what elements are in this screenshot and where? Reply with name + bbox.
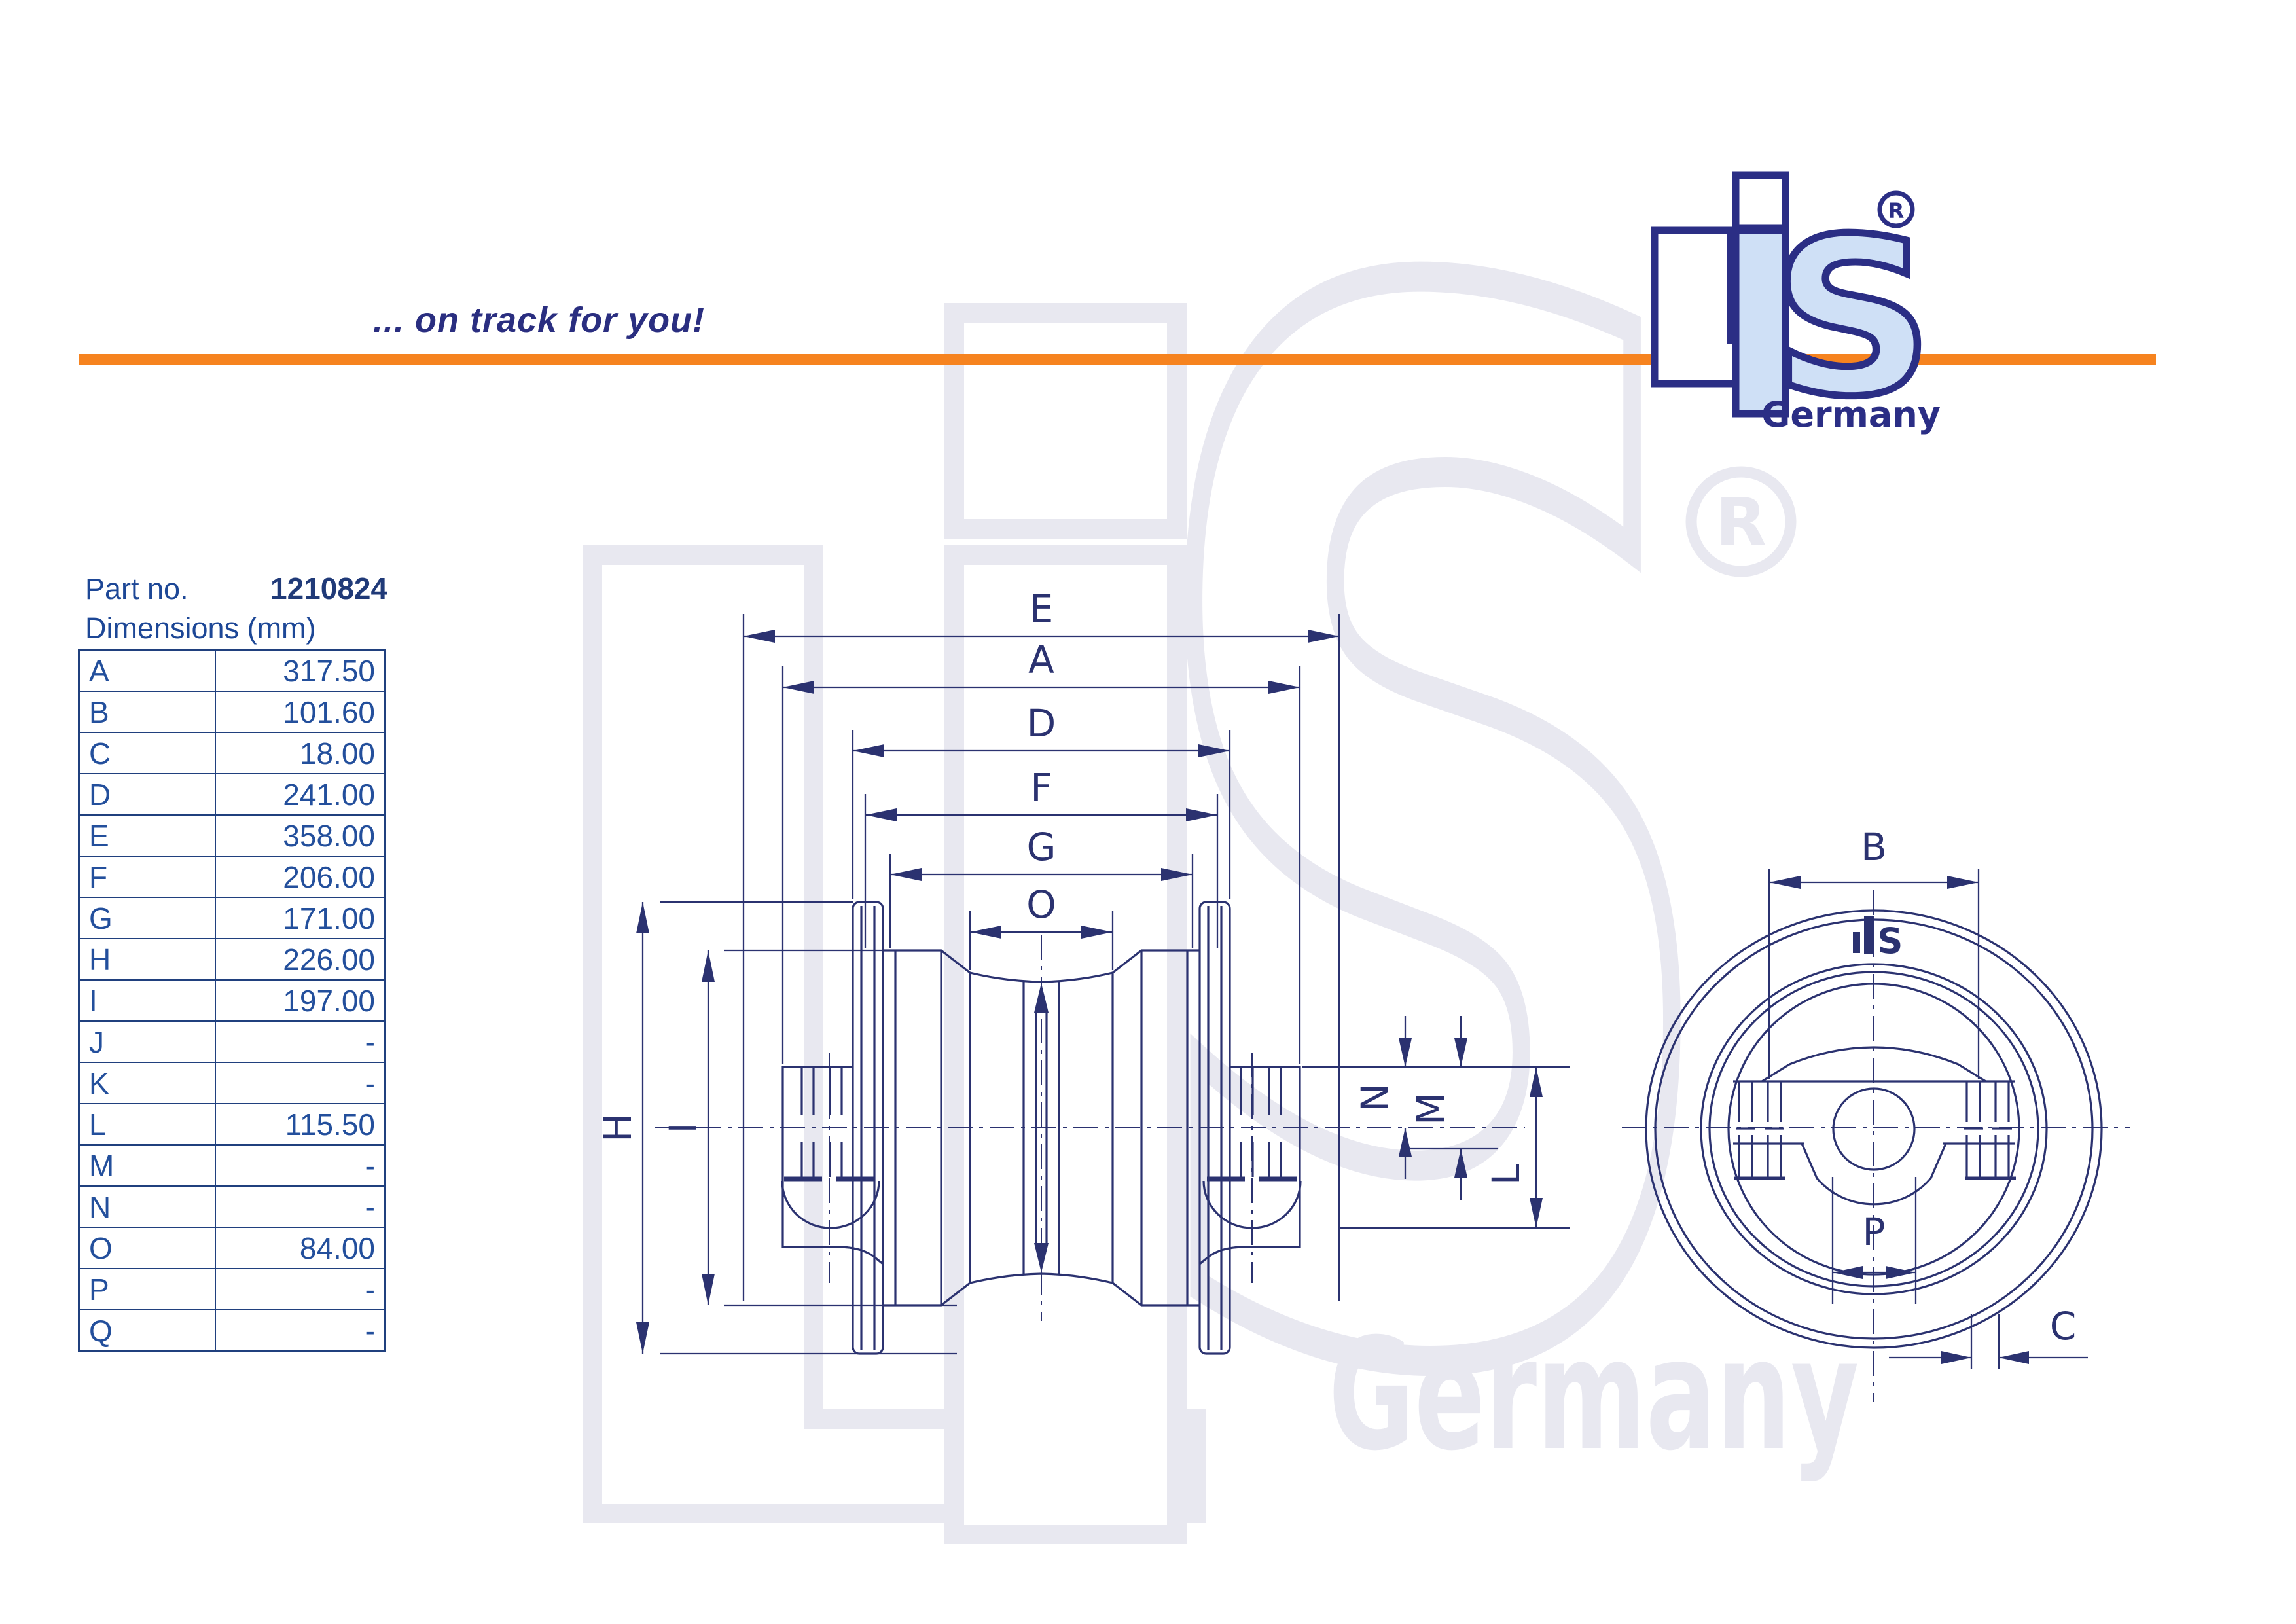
dimension-value: 101.60 xyxy=(215,691,386,733)
watermark-registered-letter: R xyxy=(1715,484,1767,562)
dimension-key: L xyxy=(78,1103,216,1146)
dimension-key: A xyxy=(78,649,216,692)
dim-label-g: G xyxy=(1027,825,1056,869)
front-view xyxy=(1645,909,2103,1349)
dimension-key: I xyxy=(78,979,216,1022)
roller-face-mini-logo: S xyxy=(1853,916,1903,962)
mini-logo-s: S xyxy=(1878,920,1903,962)
watermark-registered-icon xyxy=(1685,466,1797,577)
dimension-key: E xyxy=(78,814,216,857)
table-row: J- xyxy=(78,1020,386,1063)
side-view-brackets xyxy=(781,1066,1302,1265)
dimension-key: B xyxy=(78,691,216,733)
dimension-key: H xyxy=(78,938,216,981)
watermark-letter-i-bar xyxy=(944,545,1187,1544)
side-view-dimensions xyxy=(636,614,1570,1355)
dim-label-d: D xyxy=(1027,701,1056,746)
dim-label-l: L xyxy=(1484,1164,1528,1185)
dim-label-a: A xyxy=(1028,638,1054,682)
dimension-value: 317.50 xyxy=(215,649,386,692)
logo-letter-i-dot xyxy=(1732,171,1789,232)
dimension-value: 206.00 xyxy=(215,856,386,898)
table-row: P- xyxy=(78,1268,386,1310)
dimension-key: M xyxy=(78,1144,216,1187)
dimension-value: - xyxy=(215,1020,386,1063)
dimension-value: 197.00 xyxy=(215,979,386,1022)
dimension-key: D xyxy=(78,773,216,816)
dimension-value: 358.00 xyxy=(215,814,386,857)
dim-label-o: O xyxy=(1026,882,1056,927)
dimension-key: F xyxy=(78,856,216,898)
dim-label-b: B xyxy=(1861,825,1887,869)
dim-label-f: F xyxy=(1030,765,1052,810)
front-view-dimensions xyxy=(1768,869,2088,1369)
dimension-key: C xyxy=(78,732,216,774)
table-row: K- xyxy=(78,1062,386,1104)
dimension-value: 226.00 xyxy=(215,938,386,981)
table-row: Q- xyxy=(78,1309,386,1352)
dimension-key: J xyxy=(78,1020,216,1063)
lis-logo: S R Germany xyxy=(1651,171,1941,448)
watermark-letter-l xyxy=(583,545,1206,1523)
dim-label-m: M xyxy=(1408,1092,1453,1125)
dim-label-c: C xyxy=(2050,1304,2077,1348)
watermark-letter-i-dot xyxy=(944,303,1187,539)
dimension-value: - xyxy=(215,1144,386,1187)
dimension-key: P xyxy=(78,1268,216,1310)
orange-divider-line xyxy=(79,354,2156,365)
dimension-value: 115.50 xyxy=(215,1103,386,1146)
dimension-value: - xyxy=(215,1268,386,1310)
dimensions-heading: Dimensions (mm) xyxy=(85,611,316,645)
side-view-drum xyxy=(883,949,1200,1307)
dimension-key: G xyxy=(78,897,216,939)
logo-germany-text: Germany xyxy=(1761,394,1941,435)
part-no-value: 1210824 xyxy=(270,571,388,605)
logo-letter-s: S xyxy=(1770,192,1934,444)
dim-label-n: N xyxy=(1353,1083,1397,1111)
part-no-label: Part no. xyxy=(85,572,188,605)
table-row: N- xyxy=(78,1185,386,1228)
dimension-value: 84.00 xyxy=(215,1227,386,1269)
dimension-value: - xyxy=(215,1062,386,1104)
dimension-key: K xyxy=(78,1062,216,1104)
dim-label-e: E xyxy=(1030,586,1054,631)
table-row: M- xyxy=(78,1144,386,1187)
dimension-key: O xyxy=(78,1227,216,1269)
dimension-key: N xyxy=(78,1185,216,1228)
dim-label-i: I xyxy=(661,1122,706,1133)
logo-letter-i-bar xyxy=(1732,226,1789,418)
slogan-text: ... on track for you! xyxy=(373,300,706,340)
dim-label-p: P xyxy=(1863,1210,1886,1254)
dimension-labels: E A D F G O H I N M L B P C xyxy=(596,586,2076,1348)
roller-drawing: S E A D F G O H I N M L B P C xyxy=(596,586,2130,1402)
dimension-value: 18.00 xyxy=(215,732,386,774)
dimension-value: - xyxy=(215,1185,386,1228)
logo-registered-letter: R xyxy=(1888,198,1905,223)
dimension-value: 241.00 xyxy=(215,773,386,816)
background-watermark: S R Germany xyxy=(583,0,1859,1624)
dim-label-h: H xyxy=(596,1113,640,1142)
side-view-flanges xyxy=(852,901,1231,1355)
dimension-value: 171.00 xyxy=(215,897,386,939)
logo-registered-icon xyxy=(1877,190,1915,228)
watermark-germany: Germany xyxy=(1329,1305,1859,1485)
dimension-key: Q xyxy=(78,1309,216,1352)
dimension-value: - xyxy=(215,1309,386,1352)
